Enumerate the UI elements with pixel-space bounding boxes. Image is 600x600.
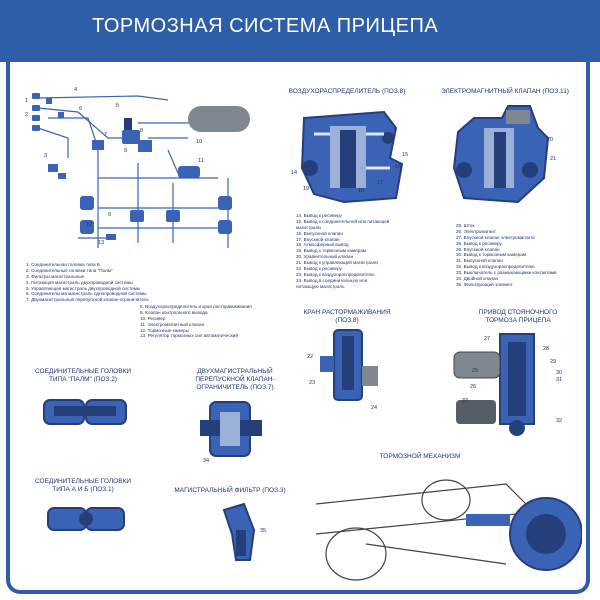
air-distributor-drawing bbox=[300, 110, 404, 204]
callout-19: 19 bbox=[303, 186, 310, 192]
callout-4: 4 bbox=[74, 87, 78, 93]
brake-release-valve-drawing bbox=[320, 329, 378, 401]
callout-15: 15 bbox=[402, 152, 409, 158]
callout-12: 12 bbox=[86, 222, 93, 228]
callout-1: 1 bbox=[25, 98, 29, 104]
callout-5: 5 bbox=[116, 103, 120, 109]
bypass-valve-drawing bbox=[200, 401, 262, 457]
air-distributor-title: ВОЗДУХОРАСПРЕДЕЛИТЕЛЬ (ПОЗ.8) bbox=[288, 88, 406, 95]
callout-10: 10 bbox=[196, 139, 203, 145]
ab-heads-title: СОЕДИНИТЕЛЬНЫЕ ГОЛОВКИ ТИПА А И Б (ПОЗ.1… bbox=[34, 478, 132, 493]
callout-16: 16 bbox=[395, 164, 402, 170]
solenoid-valve-title: ЭЛЕКТРОМАГНИТНЫЙ КЛАПАН (ПОЗ.11) bbox=[441, 88, 569, 95]
callout-24: 24 bbox=[371, 405, 378, 411]
ab-heads-drawing bbox=[47, 507, 125, 531]
brake-release-valve-title: КРАН РАСТОРМАЖИВАНИЯ (ПОЗ.8) bbox=[303, 309, 391, 324]
callout-23: 23 bbox=[309, 380, 316, 386]
title-bar: ТОРМОЗНАЯ СИСТЕМА ПРИЦЕПА bbox=[0, 0, 600, 62]
callout-13: 13 bbox=[98, 240, 105, 246]
callout-28: 28 bbox=[543, 346, 550, 352]
callout-31: 31 bbox=[556, 377, 563, 383]
line-filter-title: МАГИСТРАЛЬНЫЙ ФИЛЬТР (ПОЗ.3) bbox=[174, 487, 286, 494]
callout-7: 7 bbox=[104, 132, 108, 138]
callout-21: 21 bbox=[550, 156, 557, 162]
callout-33: 33 bbox=[462, 398, 469, 404]
bypass-valve-title: ДВУХМАГИСТРАЛЬНЫЙ ПЕРЕПУСКНОЙ КЛАПАН- ОГ… bbox=[195, 368, 275, 391]
callout-17: 17 bbox=[377, 180, 384, 186]
callout-2: 2 bbox=[25, 112, 29, 118]
page-title: ТОРМОЗНАЯ СИСТЕМА ПРИЦЕПА bbox=[92, 15, 439, 37]
callout-32: 32 bbox=[556, 418, 563, 424]
brake-mechanism-drawing bbox=[315, 479, 582, 581]
callout-35: 35 bbox=[260, 528, 267, 534]
callout-20: 20 bbox=[547, 137, 554, 143]
callout-6: 6 bbox=[79, 106, 83, 112]
callout-14: 14 bbox=[291, 170, 298, 176]
callout-27: 27 bbox=[484, 336, 491, 342]
callout-3: 3 bbox=[44, 153, 48, 159]
callout-11: 11 bbox=[198, 158, 204, 164]
parking-brake-drawing bbox=[453, 333, 535, 436]
solenoid-valve-drawing bbox=[452, 105, 550, 204]
brake-mechanism-title: ТОРМОЗНОЙ МЕХАНИЗМ bbox=[379, 453, 461, 460]
parking-brake-title: ПРИВОД СТОЯНОЧНОГО ТОРМОЗА ПРИЦЕПА bbox=[478, 309, 558, 324]
callout-30: 30 bbox=[556, 370, 563, 376]
callout-22: 22 bbox=[307, 354, 314, 360]
callout-26: 26 bbox=[470, 384, 477, 390]
callout-8: 8 bbox=[140, 128, 144, 134]
legend-mid: 8. Воздухораспределитель и кран расторма… bbox=[140, 304, 252, 339]
line-filter-drawing bbox=[222, 502, 256, 561]
pneumatic-scheme bbox=[32, 93, 250, 248]
callout-9b: 9 bbox=[108, 212, 112, 218]
palm-heads-drawing bbox=[43, 399, 127, 425]
callout-18: 18 bbox=[358, 188, 365, 194]
callout-9: 9 bbox=[124, 148, 128, 154]
callout-34: 34 bbox=[203, 458, 210, 464]
callout-29: 29 bbox=[550, 359, 557, 365]
palm-heads-title: СОЕДИНИТЕЛЬНЫЕ ГОЛОВКИ ТИПА "ПАЛМ" (ПОЗ.… bbox=[34, 368, 132, 383]
callout-25: 25 bbox=[472, 368, 479, 374]
